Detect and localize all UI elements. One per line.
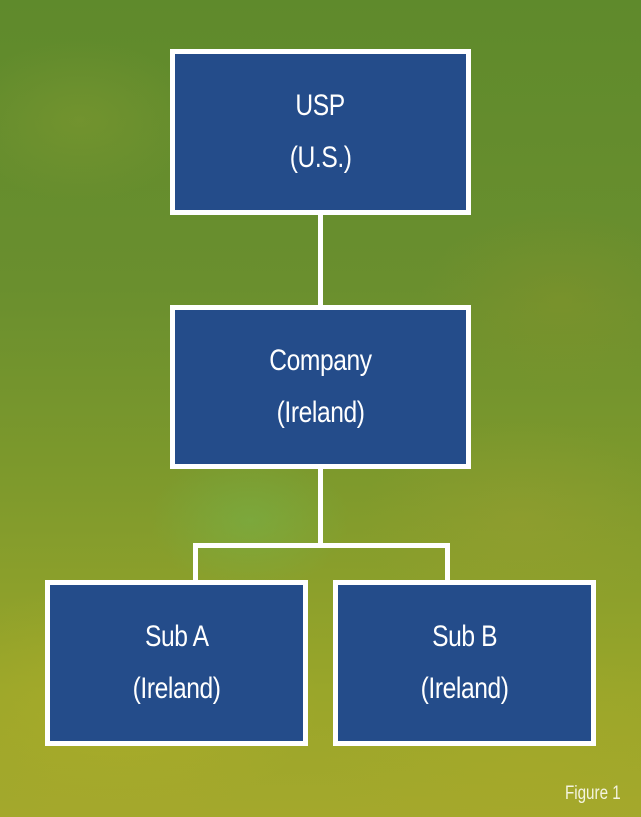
node-sub-b-country: (Ireland) <box>420 672 509 705</box>
node-sub-b-name: Sub B <box>432 620 497 653</box>
node-usp-name: USP <box>295 89 346 122</box>
node-sub-a-country: (Ireland) <box>132 672 221 705</box>
node-usp-country: (U.S.) <box>289 141 352 174</box>
node-sub-a: Sub A (Ireland) <box>45 580 308 746</box>
node-usp: USP (U.S.) <box>170 49 471 215</box>
node-sub-a-name: Sub A <box>144 620 209 653</box>
connector-usp-company <box>318 212 323 308</box>
node-company-name: Company <box>269 344 372 377</box>
connector-bracket-right-drop <box>445 543 450 583</box>
connector-bracket-left-drop <box>193 543 198 583</box>
node-sub-b: Sub B (Ireland) <box>333 580 596 746</box>
connector-bracket-horizontal <box>193 543 450 548</box>
node-company: Company (Ireland) <box>170 305 471 469</box>
figure-caption: Figure 1 <box>565 783 621 804</box>
connector-company-down <box>318 466 323 546</box>
node-company-country: (Ireland) <box>276 396 365 429</box>
